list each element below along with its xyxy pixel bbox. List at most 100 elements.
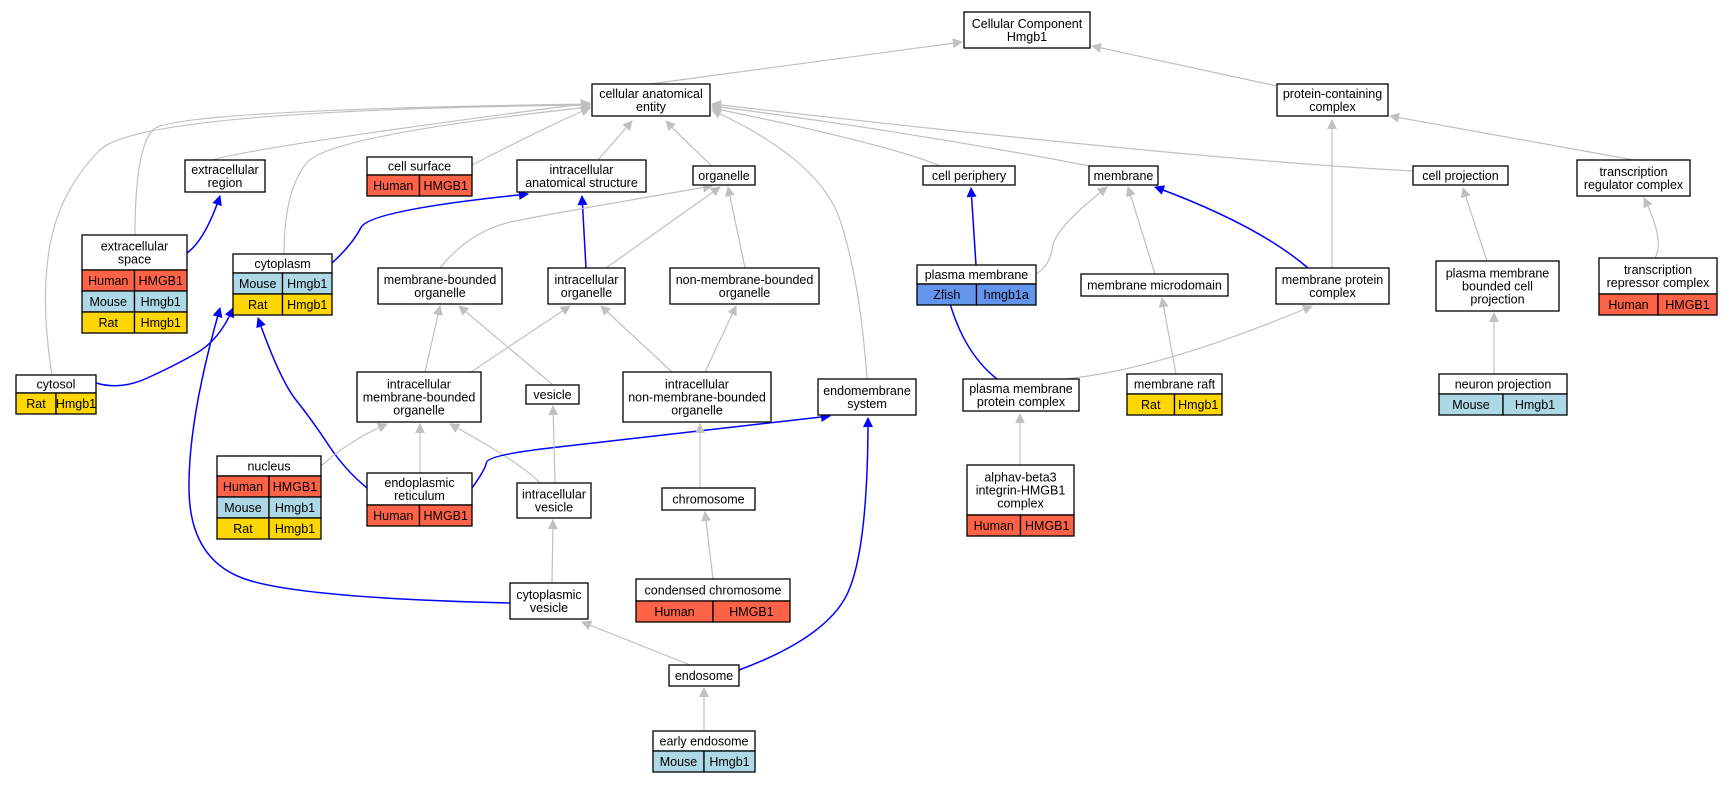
term-node-chrom[interactable]: chromosome xyxy=(661,487,756,511)
term-label-line: anatomical structure xyxy=(525,176,638,190)
term-box xyxy=(962,378,1080,412)
term-label-line: plasma membrane xyxy=(925,268,1029,282)
term-label-line: membrane raft xyxy=(1134,378,1216,392)
term-node-org[interactable]: organelle xyxy=(692,165,756,186)
gene-cell xyxy=(1019,514,1075,537)
species-label: Rat xyxy=(233,522,253,536)
edge-pm-to-mem xyxy=(1035,186,1108,275)
species-label: Human xyxy=(223,480,263,494)
term-label-line: cytoplasm xyxy=(254,257,310,271)
gene-cell xyxy=(1173,393,1223,416)
gene-cell xyxy=(133,311,188,334)
gene-label: Hmgb1 xyxy=(141,295,181,309)
edge-inmbo-to-io xyxy=(600,305,673,373)
edge-cp-to-cae xyxy=(711,104,941,167)
term-label-line: vesicle xyxy=(533,388,571,402)
gene-label: hmgb1a xyxy=(984,288,1029,302)
term-node-cp[interactable]: cell periphery xyxy=(922,165,1016,186)
edge-io-to-org xyxy=(605,186,721,269)
term-label-line: complex xyxy=(997,497,1044,511)
term-label-line: system xyxy=(847,397,887,411)
term-node-mem[interactable]: membrane xyxy=(1088,165,1159,186)
term-label-line: chromosome xyxy=(672,493,744,507)
term-label-line: membrane-bounded xyxy=(384,273,497,287)
species-label: Human xyxy=(373,179,413,193)
edge-cytosol-to-cae xyxy=(44,100,591,376)
term-node-inmbo[interactable]: intracellularnon-membrane-boundedorganel… xyxy=(622,371,772,423)
term-node-endos[interactable]: endosome xyxy=(668,664,740,687)
term-box xyxy=(356,371,482,423)
term-node-cproj[interactable]: cell projection xyxy=(1412,165,1509,186)
edge-iv-to-ves xyxy=(548,405,559,484)
edge-mraft-to-mmd xyxy=(1158,297,1177,375)
term-label-line: extracellular xyxy=(101,240,168,254)
term-label-line: intracellular xyxy=(387,378,451,392)
edge-nuc-to-imbo xyxy=(320,422,388,467)
term-label-line: organelle xyxy=(414,286,465,300)
term-label-line: intracellular xyxy=(522,488,586,502)
edge-trepc-to-trc xyxy=(1643,197,1659,259)
term-box xyxy=(516,159,647,193)
gene-label: Hmgb1 xyxy=(287,298,327,312)
term-node-mmd[interactable]: membrane microdomain xyxy=(1080,273,1229,297)
term-node-ves[interactable]: vesicle xyxy=(525,384,580,405)
gene-cell xyxy=(268,517,322,540)
edge-cyto-to-cae xyxy=(283,102,591,255)
edge-cv-to-cyto xyxy=(188,307,511,604)
term-label-line: nucleus xyxy=(247,460,290,474)
term-label-line: organelle xyxy=(393,404,444,418)
edge-cproj-to-cae xyxy=(711,100,1415,172)
term-label-line: intracellular xyxy=(665,378,729,392)
term-label-line: regulator complex xyxy=(1584,178,1684,192)
edge-imbo-to-io xyxy=(470,305,571,373)
gene-label: Hmgb1 xyxy=(141,316,181,330)
term-box xyxy=(966,464,1075,516)
term-label-line: bounded cell xyxy=(1462,280,1533,294)
term-box xyxy=(1412,165,1509,186)
term-label-line: space xyxy=(118,253,151,267)
term-label-line: non-membrane-bounded xyxy=(628,391,766,405)
species-label: Human xyxy=(1608,298,1648,312)
term-box xyxy=(1088,165,1159,186)
term-box xyxy=(1435,260,1560,312)
edge-er-to-cae xyxy=(211,99,591,161)
gene-cell xyxy=(418,504,473,527)
species-label: Mouse xyxy=(1452,398,1490,412)
edge-es-to-er xyxy=(186,195,222,254)
term-label-line: reticulum xyxy=(394,489,445,503)
gene-cell xyxy=(703,750,756,773)
term-label-line: organelle xyxy=(671,404,722,418)
gene-label: Hmgb1 xyxy=(1515,398,1555,412)
term-label-line: plasma membrane xyxy=(1446,267,1550,281)
